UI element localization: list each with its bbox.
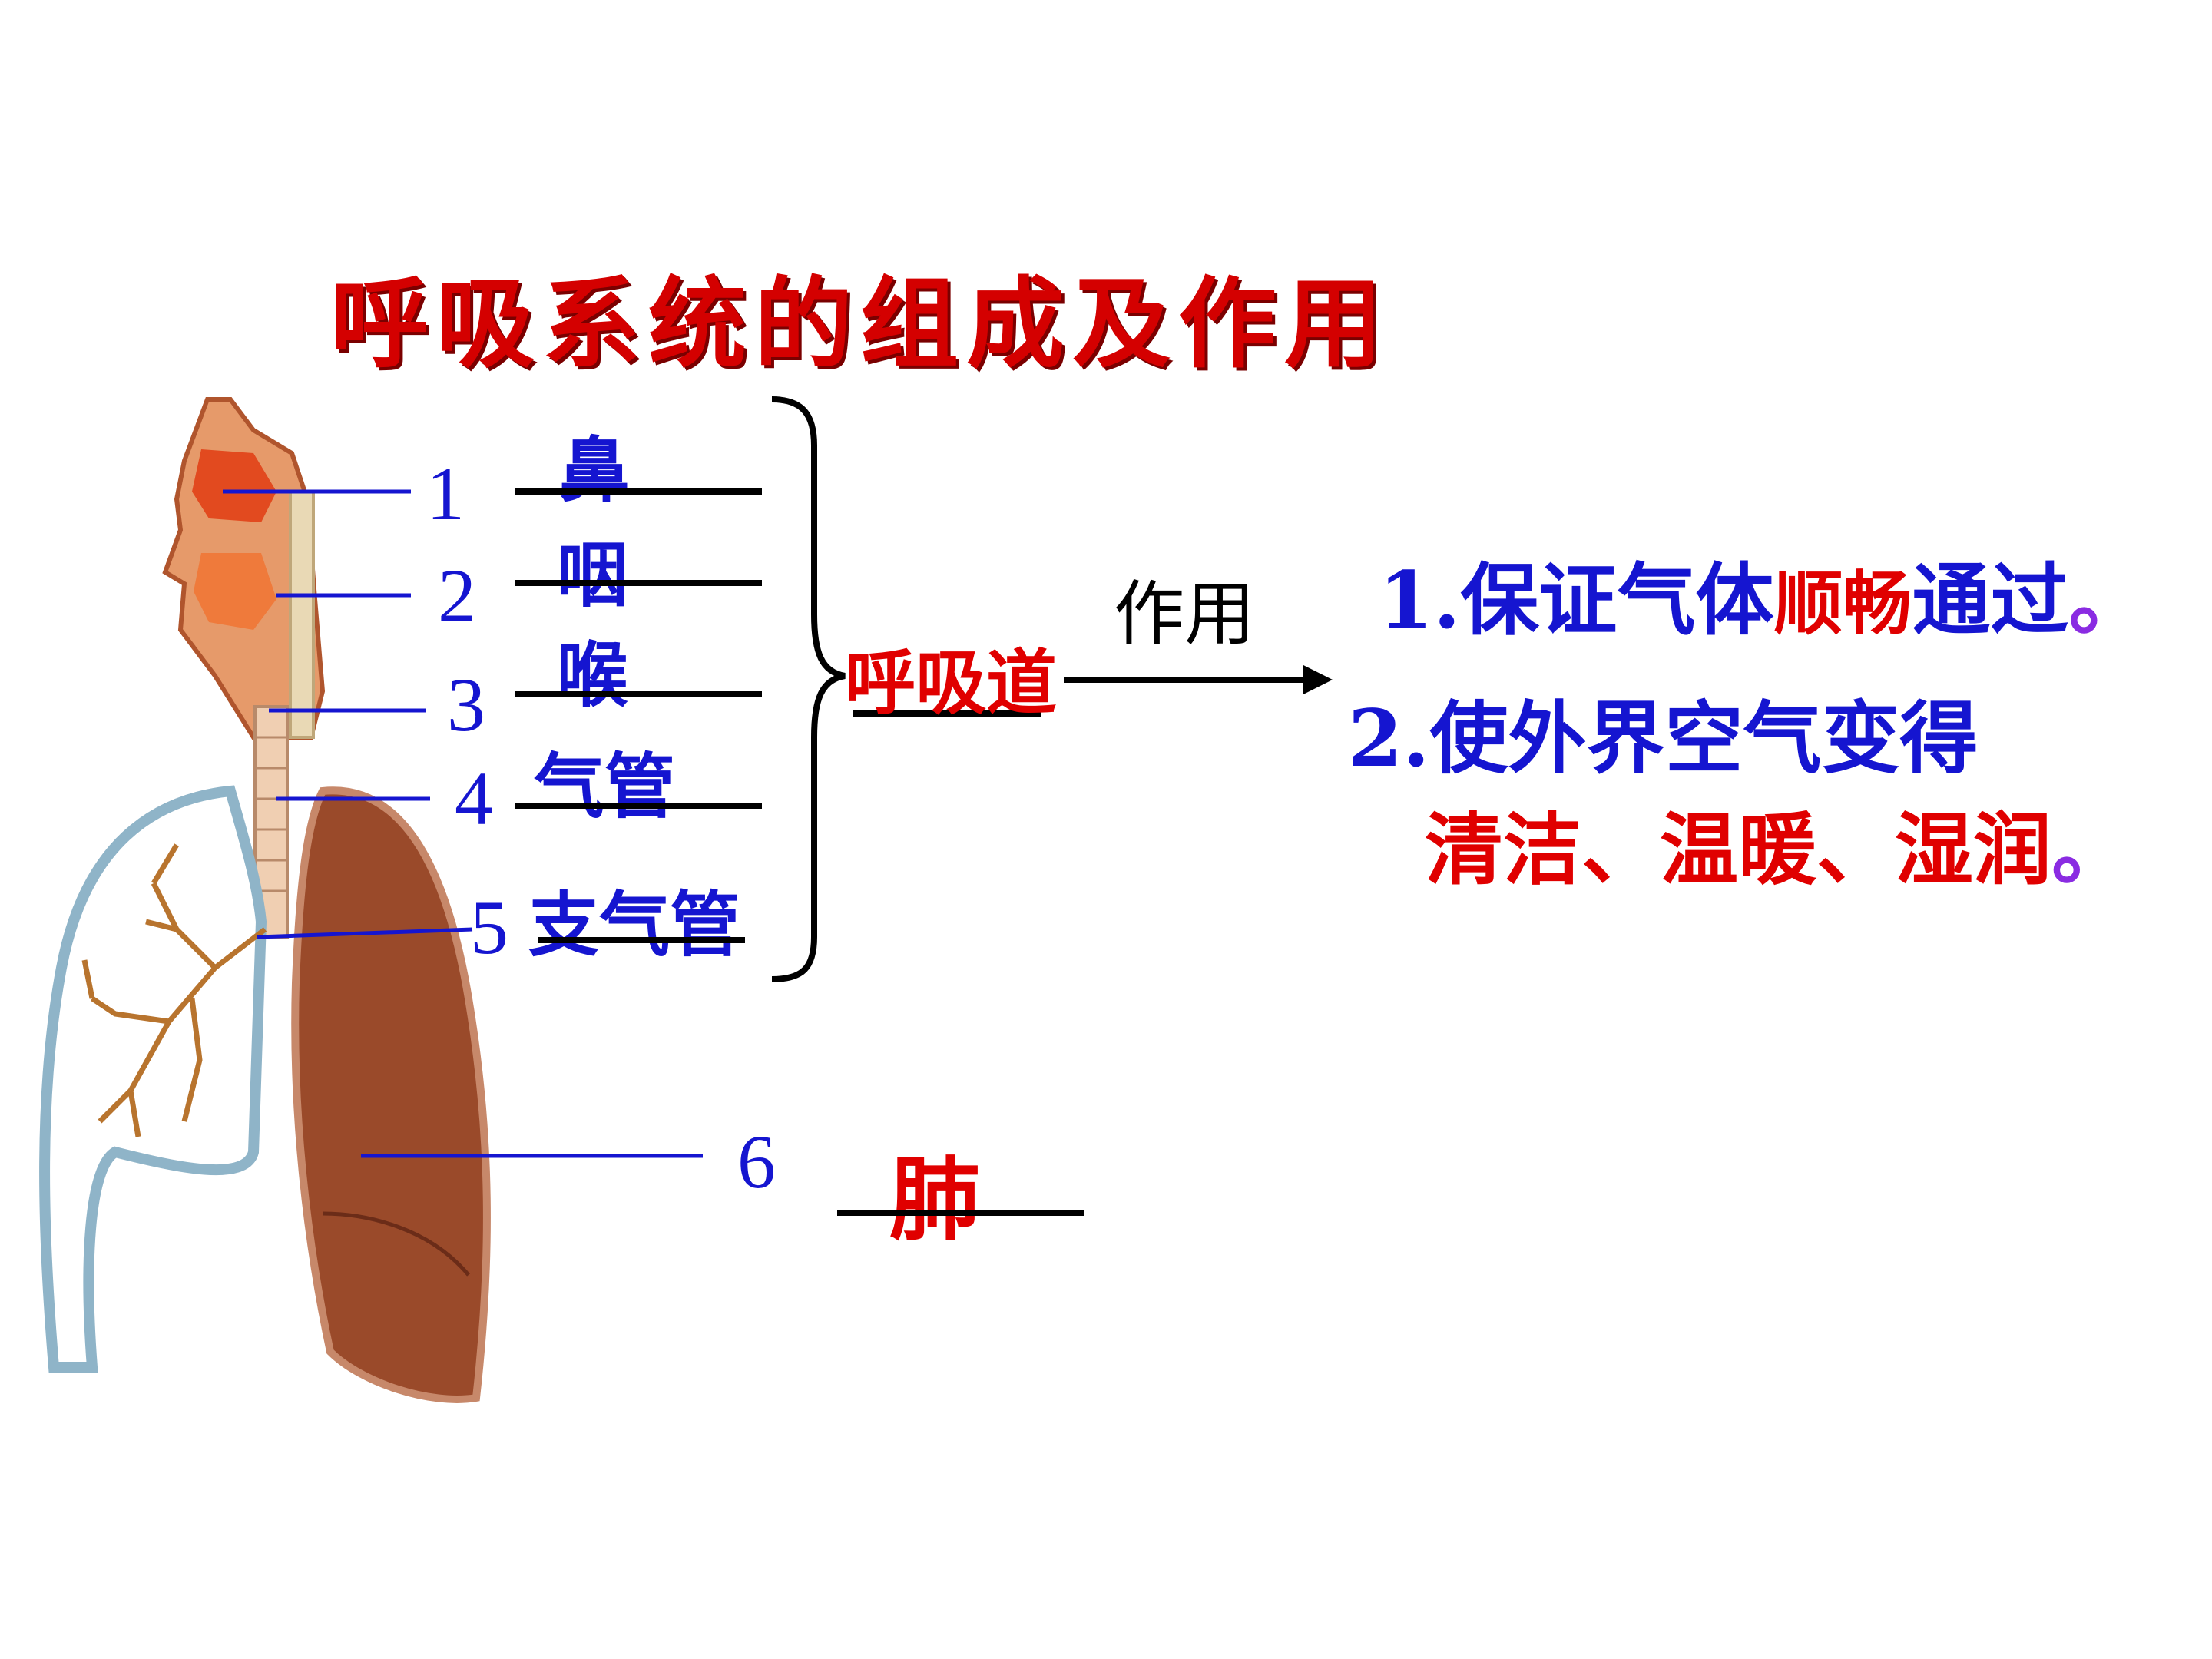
curly-brace (771, 396, 846, 982)
lung-underline (837, 1210, 1084, 1216)
part-number-1: 1 (426, 451, 465, 536)
page-title: 呼吸系统的组成及作用 (330, 267, 1391, 382)
part-name-nose: 鼻 (559, 429, 631, 512)
oral-cavity (194, 553, 276, 630)
function-1-pre: 1.保证气体 (1379, 555, 1774, 647)
lung-lobe-line (322, 1211, 470, 1277)
part-name-trachea: 气管 (534, 745, 676, 828)
part-name-larynx: 喉 (557, 634, 628, 717)
function-2-line-1: 2.使外界空气变得 (1348, 693, 1979, 785)
arrow-right (1303, 665, 1333, 694)
answer-underline-5 (538, 937, 745, 943)
answer-underline-2 (515, 580, 762, 586)
pointer-line-5 (257, 927, 473, 939)
nasal-cavity (192, 449, 276, 522)
right-lung (291, 786, 491, 1403)
function-2-qualities: 清洁、温暖、湿润 (1425, 804, 2051, 896)
function-1: 1.保证气体顺畅通过。 (1379, 538, 2147, 651)
bronchial-tree (81, 843, 267, 1137)
function-2-period: 。 (2051, 804, 2130, 896)
respiratory-tract-label: 呼吸道 (845, 641, 1058, 724)
part-number-6: 6 (737, 1119, 776, 1204)
part-name-bronchi: 支气管 (528, 883, 741, 966)
function-1-post: 通过 (1912, 555, 2069, 647)
part-number-3: 3 (447, 662, 485, 747)
function-2-line-2: 清洁、温暖、湿润。 (1425, 787, 2130, 900)
part-name-lung: 肺 (889, 1146, 981, 1253)
spine (289, 490, 315, 739)
function-label: 作用 (1114, 573, 1256, 655)
part-number-4: 4 (455, 756, 493, 841)
part-number-2: 2 (438, 553, 476, 638)
tract-underline (853, 710, 1041, 717)
function-1-period: 。 (2068, 555, 2147, 647)
answer-underline-3 (515, 691, 762, 697)
function-1-highlight: 顺畅 (1773, 563, 1912, 644)
left-pleura (39, 785, 267, 1373)
answer-underline-4 (515, 803, 762, 809)
part-name-pharynx: 咽 (557, 534, 628, 617)
answer-underline-1 (515, 488, 762, 495)
part-number-5: 5 (470, 885, 508, 970)
